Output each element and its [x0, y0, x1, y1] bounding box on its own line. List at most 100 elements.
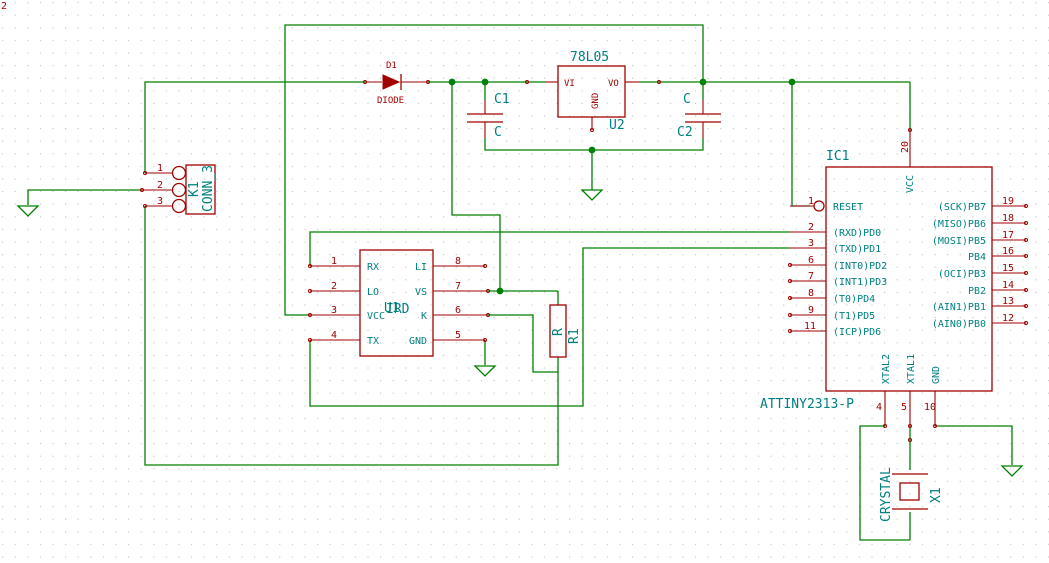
ic-pin-number: 2 [808, 222, 814, 233]
pin-end [308, 313, 312, 317]
sensor-ref: U1 [384, 301, 400, 316]
ic-pin-name: XTAL1 [906, 354, 917, 384]
connector-pin-number: 3 [157, 196, 163, 207]
diode-d1[interactable]: D1 DIODE [363, 61, 430, 106]
connector-k1[interactable]: 1 2 3 K1 CONN_3 [140, 163, 217, 215]
ic-pin-name: (MISO)PB6 [932, 219, 986, 230]
ic-pin-number: 12 [1002, 313, 1014, 324]
diode-ref: D1 [386, 61, 397, 71]
regulator-u2[interactable]: VI VO GND 78L05 U2 [525, 50, 661, 133]
crystal-value: CRYSTAL [879, 467, 894, 522]
ic-value: ATTINY2313-P [760, 397, 854, 412]
connector-pin-number: 1 [157, 163, 163, 174]
capacitor-c2-ref: C2 [677, 125, 693, 140]
pin-end [908, 438, 912, 442]
pin-end [883, 424, 887, 428]
ic-pin-name: GND [931, 366, 942, 384]
ic-pin-number: 5 [901, 402, 907, 413]
ic-pin-name: PB4 [968, 252, 986, 263]
junction-dot [588, 146, 596, 154]
ic-body [825, 166, 993, 392]
pin-end [657, 80, 661, 84]
pin-end [788, 329, 792, 333]
wire-input-to-diode [144, 81, 365, 173]
ic-ref: IC1 [826, 149, 849, 164]
capacitor-c2[interactable]: C C2 [677, 92, 721, 140]
ic-pin-number: 15 [1002, 263, 1014, 274]
sensor-pin-name: LO [367, 287, 379, 298]
wire-xtal2 [859, 425, 910, 541]
capacitor-c1-value: C [494, 125, 502, 140]
connector-contact [171, 182, 187, 198]
ic-pin-number: 13 [1002, 296, 1014, 307]
sensor-pin-number: 3 [331, 305, 337, 316]
wire-conn3-loop [144, 206, 559, 466]
pin-end [143, 171, 147, 175]
wire-rxd [309, 231, 790, 266]
capacitor-c1[interactable]: C1 C [467, 92, 510, 140]
pin-end [486, 289, 490, 293]
pin-end [590, 128, 594, 132]
regulator-ref: U2 [609, 118, 625, 133]
capacitor-c1-ref: C1 [494, 92, 510, 107]
sensor-pin-name: LI [415, 262, 427, 273]
ground-symbol [16, 205, 40, 217]
ic-pin-name: (AIN1)PB1 [932, 302, 986, 313]
pin-end [908, 424, 912, 428]
ic-pin-number: 1 [808, 196, 814, 207]
ic-pin-number: 16 [1002, 246, 1014, 257]
sensor-pin-name: GND [409, 336, 427, 347]
resistor-r1[interactable]: R R1 [549, 304, 582, 358]
pin-end [426, 80, 430, 84]
sensor-pin-name: VS [415, 287, 427, 298]
ic-pin-number: 9 [808, 305, 814, 316]
junction-dot [448, 78, 456, 86]
sensor-pin-name: VCC [367, 311, 385, 322]
ic-pin-number: 14 [1002, 280, 1014, 291]
sensor-pin-number: 6 [455, 305, 461, 316]
pin-end [1024, 204, 1028, 208]
ic-pin-number: 8 [808, 288, 814, 299]
pin-end [483, 338, 487, 342]
diode-triangle [382, 74, 401, 90]
sensor-pin-number: 7 [455, 281, 461, 292]
junction-dot [699, 78, 707, 86]
ic-pin-name: XTAL2 [881, 354, 892, 384]
connector-contact [171, 165, 187, 181]
ic-pin-name: VCC [905, 175, 916, 193]
ground-symbols [16, 189, 1024, 477]
diode-value: DIODE [377, 96, 404, 106]
ic-pin-number: 19 [1002, 196, 1014, 207]
corner-mark: 2 [1, 1, 7, 12]
ir-sensor[interactable]: 1 2 3 4 RX LO VCC TX LI VS K GND 8 7 6 5… [308, 249, 490, 357]
sensor-body [359, 249, 434, 357]
pin-end [1024, 254, 1028, 258]
pin-end [525, 80, 529, 84]
pin-end [1024, 221, 1028, 225]
ic-pin-number: 20 [900, 141, 911, 153]
wire-ic-gnd [935, 425, 1013, 465]
pin-end [1024, 304, 1028, 308]
ground-symbol [1000, 465, 1024, 477]
ic-pin-name: (TXD)PD1 [833, 244, 881, 255]
ic-pin-name: (INT0)PD2 [833, 261, 887, 272]
pin-end [933, 424, 937, 428]
ic-pin-name: (OCI)PB3 [938, 269, 986, 280]
regulator-value: 78L05 [570, 50, 609, 65]
pin-end [143, 204, 147, 208]
sensor-pin-name: RX [367, 262, 379, 273]
ic-pin-number: 10 [924, 402, 936, 413]
pin-end [908, 128, 912, 132]
microcontroller-ic1[interactable]: IC1 ATTINY2313-P 20 VCC 1 2 3 6 7 8 9 11… [760, 128, 1028, 442]
pin-end [1024, 288, 1028, 292]
ic-pin-name: (MOSI)PB5 [932, 236, 986, 247]
wire-vs [451, 82, 501, 291]
ic-pin-name: RESET [833, 202, 863, 213]
ic-pin-number: 18 [1002, 213, 1014, 224]
ic-pin-name: (T1)PD5 [833, 311, 875, 322]
ic-pin-name: (RXD)PD0 [833, 228, 881, 239]
crystal-x1[interactable]: CRYSTAL X1 [879, 467, 944, 522]
sensor-pin-name: K [421, 311, 427, 322]
